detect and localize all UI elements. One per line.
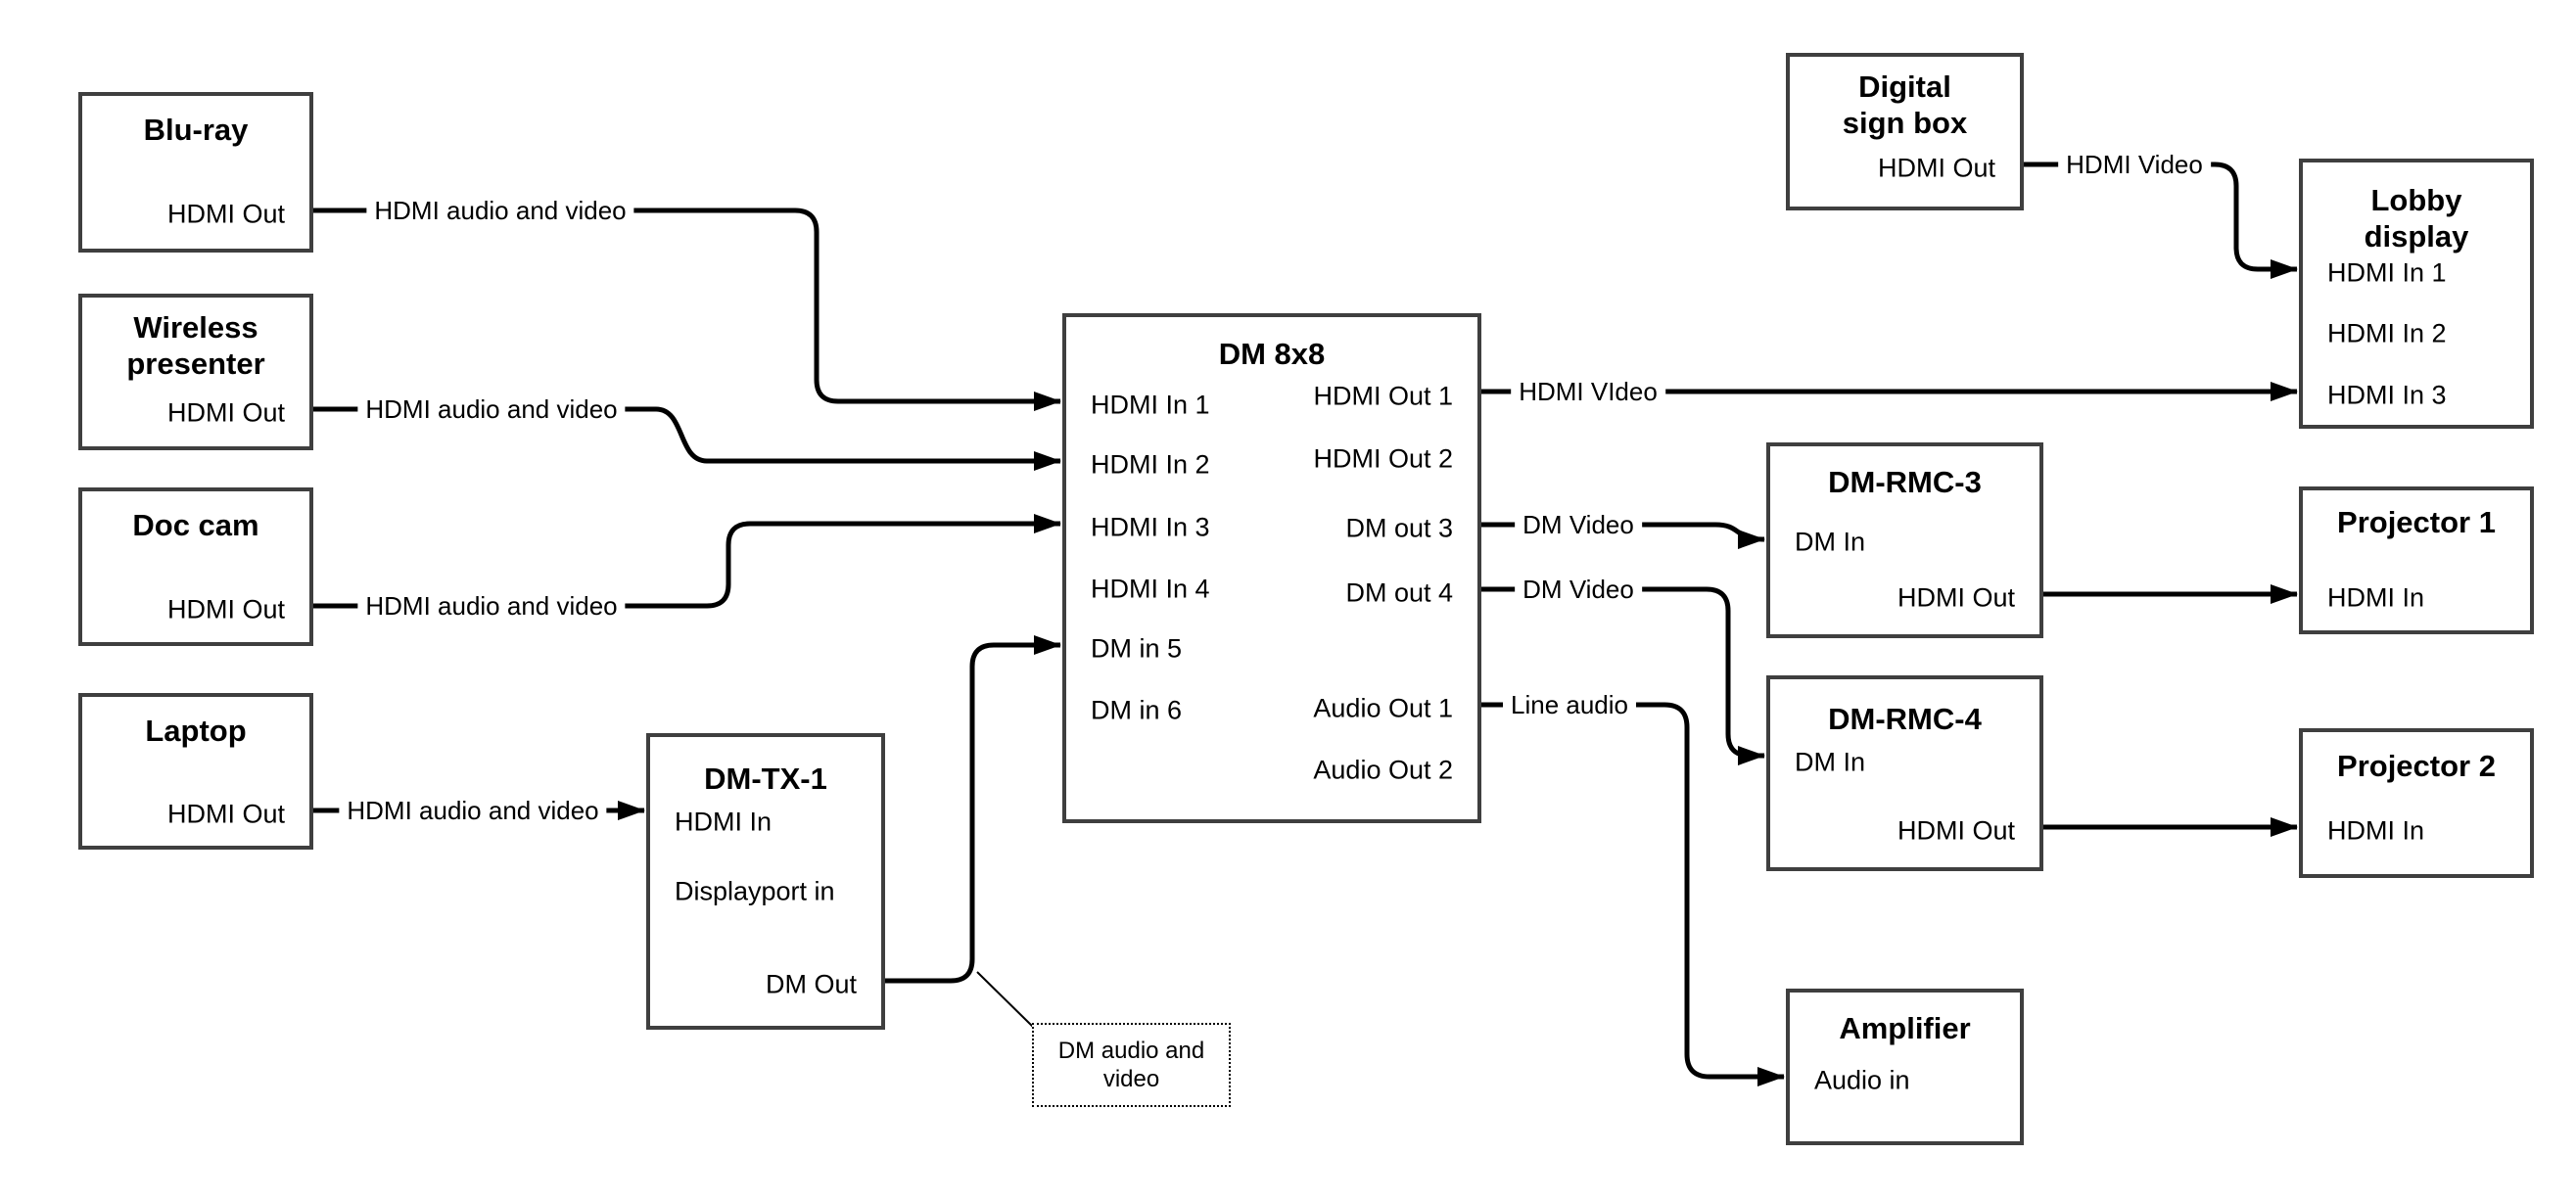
port-dm-out-4: DM out 4 — [1345, 577, 1453, 608]
node-dm-rmc-3: DM-RMC-3 DM In HDMI Out — [1766, 442, 2043, 638]
port-hdmi-out: HDMI Out — [1897, 815, 2015, 846]
node-title: Digital sign box — [1842, 69, 1968, 140]
node-lobby-display: Lobby display HDMI In 1 HDMI In 2 HDMI I… — [2299, 159, 2534, 429]
node-title: Wireless presenter — [126, 310, 265, 381]
port-dm-in-5: DM in 5 — [1091, 633, 1183, 664]
edge-label-laptop-hdmi-av: HDMI audio and video — [339, 796, 607, 825]
annotation-leader-line — [976, 971, 1035, 1029]
port-displayport-in: Displayport in — [675, 876, 835, 906]
port-hdmi-out-1: HDMI Out 1 — [1313, 381, 1453, 411]
port-hdmi-in: HDMI In — [2327, 582, 2425, 613]
edge-dm8x8-audio1-to-amplifier — [1481, 702, 1785, 1086]
node-title: DM-RMC-3 — [1828, 465, 1982, 499]
node-dm-tx-1: DM-TX-1 HDMI In Displayport in DM Out — [646, 733, 885, 1030]
port-hdmi-in-2: HDMI In 2 — [1091, 449, 1210, 480]
port-audio-out-1: Audio Out 1 — [1313, 693, 1453, 723]
port-hdmi-in-3: HDMI In 3 — [1091, 512, 1210, 542]
port-hdmi-out: HDMI Out — [166, 199, 285, 229]
edge-label-bluray-hdmi-av: HDMI audio and video — [366, 196, 634, 225]
port-hdmi-out: HDMI Out — [1897, 582, 2015, 613]
port-hdmi-out: HDMI Out — [166, 594, 285, 624]
annotation-dm-audio-and-video: DM audio and video — [1032, 1023, 1231, 1107]
node-projector-2: Projector 2 HDMI In — [2299, 728, 2534, 878]
node-laptop: Laptop HDMI Out — [78, 693, 313, 850]
node-title: Blu-ray — [143, 113, 249, 147]
node-title: Laptop — [145, 714, 247, 748]
node-title: Doc cam — [132, 508, 259, 542]
port-hdmi-in-2: HDMI In 2 — [2327, 318, 2447, 348]
node-title: DM 8x8 — [1218, 337, 1326, 371]
node-title: DM-RMC-4 — [1828, 702, 1982, 736]
node-digital-sign-box: Digital sign box HDMI Out — [1786, 53, 2024, 210]
port-hdmi-in-3: HDMI In 3 — [2327, 380, 2447, 410]
port-hdmi-out: HDMI Out — [166, 799, 285, 829]
node-wireless-presenter: Wireless presenter HDMI Out — [78, 294, 313, 450]
port-hdmi-in-4: HDMI In 4 — [1091, 574, 1210, 604]
node-amplifier: Amplifier Audio in — [1786, 989, 2024, 1145]
node-title: Projector 2 — [2337, 749, 2496, 783]
edge-dmtx1-to-dm8x8-in5 — [885, 635, 1061, 984]
port-hdmi-in: HDMI In — [2327, 815, 2425, 846]
port-hdmi-in: HDMI In — [675, 807, 773, 837]
node-title: Projector 1 — [2337, 505, 2496, 539]
edge-label-wireless-hdmi-av: HDMI audio and video — [357, 394, 626, 424]
edge-label-hdmi-video-sign: HDMI Video — [2058, 150, 2211, 179]
edge-label-dm-video-out4: DM Video — [1515, 575, 1642, 604]
port-hdmi-out-2: HDMI Out 2 — [1313, 443, 1453, 474]
edge-wireless-to-dm8x8-in2 — [313, 406, 1061, 471]
node-title: Lobby display — [2364, 183, 2469, 254]
edge-doccam-to-dm8x8-in3 — [313, 514, 1061, 609]
node-dm-rmc-4: DM-RMC-4 DM In HDMI Out — [1766, 675, 2043, 871]
edge-label-hdmi-video-out1: HDMI VIdeo — [1511, 377, 1665, 406]
edge-bluray-to-dm8x8-in1 — [313, 208, 1061, 411]
port-hdmi-out: HDMI Out — [1877, 153, 1995, 183]
port-hdmi-in-1: HDMI In 1 — [2327, 257, 2447, 288]
port-dm-out: DM Out — [765, 969, 857, 999]
node-title: DM-TX-1 — [704, 762, 827, 796]
port-dm-out-3: DM out 3 — [1345, 513, 1453, 543]
edge-dm8x8-out4-to-rmc4 — [1481, 586, 1765, 765]
port-hdmi-out: HDMI Out — [166, 397, 285, 428]
edge-dm8x8-out3-to-rmc3 — [1481, 522, 1765, 549]
edge-label-doccam-hdmi-av: HDMI audio and video — [357, 591, 626, 621]
port-audio-out-2: Audio Out 2 — [1313, 755, 1453, 785]
annotation-text: DM audio and video — [1057, 1038, 1205, 1092]
node-title: Amplifier — [1839, 1011, 1971, 1045]
node-projector-1: Projector 1 HDMI In — [2299, 486, 2534, 634]
port-dm-in-6: DM in 6 — [1091, 695, 1183, 725]
edge-sign-to-lobby-in1 — [2024, 162, 2298, 279]
port-hdmi-in-1: HDMI In 1 — [1091, 390, 1210, 420]
edge-label-dm-video-out3: DM Video — [1515, 510, 1642, 539]
node-dm-8x8: DM 8x8 HDMI In 1 HDMI In 2 HDMI In 3 HDM… — [1062, 313, 1481, 823]
port-dm-in: DM In — [1795, 527, 1866, 557]
edge-label-line-audio: Line audio — [1503, 690, 1636, 719]
port-dm-in: DM In — [1795, 747, 1866, 777]
port-audio-in: Audio in — [1814, 1065, 1910, 1095]
node-bluray: Blu-ray HDMI Out — [78, 92, 313, 253]
node-doc-cam: Doc cam HDMI Out — [78, 487, 313, 646]
